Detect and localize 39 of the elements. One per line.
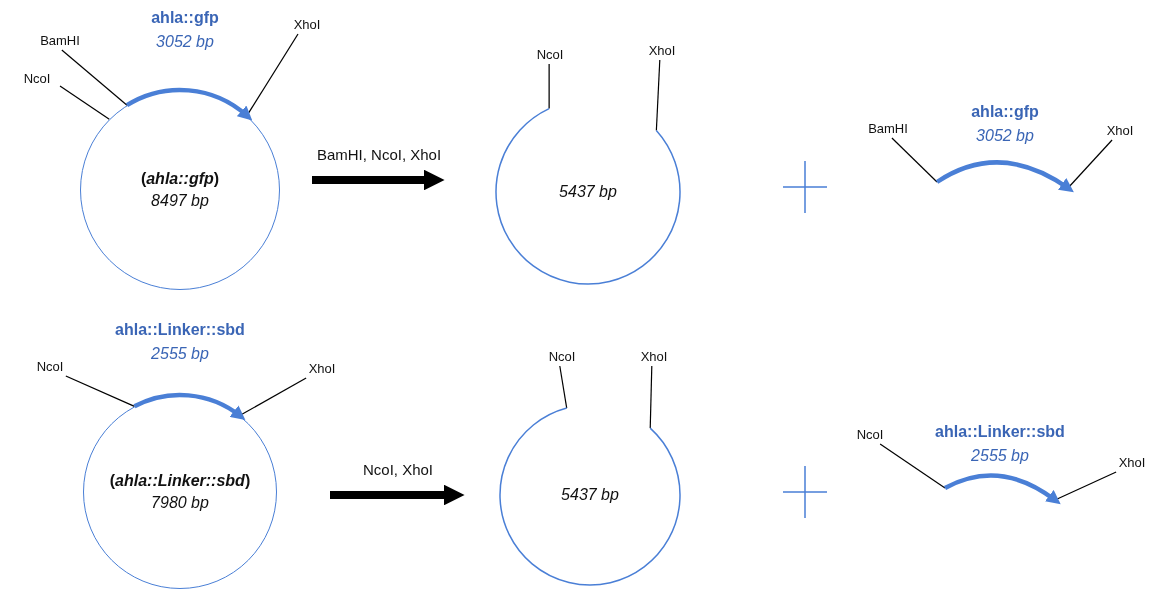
leader-line	[59, 85, 110, 120]
plasmid-size: 7980 bp	[151, 493, 209, 513]
site-label: XhoI	[648, 42, 676, 58]
site-label: XhoI	[640, 348, 668, 364]
leader-line	[548, 63, 550, 110]
site-label: XhoI	[308, 360, 336, 376]
site-label: NcoI	[548, 348, 576, 364]
leader-line	[1067, 139, 1113, 189]
gene-size: 3052 bp	[156, 32, 214, 52]
gene-name: ahla::Linker::sbd	[935, 422, 1065, 442]
site-label: NcoI	[536, 46, 564, 62]
site-label: XhoI	[293, 16, 321, 32]
gene-name: ahla::Linker::sbd	[115, 320, 245, 340]
edge-label: NcoI, XhoI	[361, 461, 435, 478]
gene-size: 2555 bp	[971, 446, 1029, 466]
leader-line	[655, 59, 661, 132]
site-label: BamHI	[40, 32, 80, 48]
plasmid-size: 5437 bp	[561, 484, 619, 505]
leader-line	[559, 365, 568, 409]
leader-line	[239, 377, 307, 417]
plasmid-name: (ahla::Linker::sbd)	[109, 470, 251, 491]
site-label: BamHI	[868, 120, 908, 136]
plasmid-size: 5437 bp	[559, 181, 617, 202]
site-label: NcoI	[36, 358, 64, 374]
site-label: NcoI	[856, 426, 884, 442]
leader-line	[65, 375, 136, 407]
site-label: NcoI	[23, 70, 51, 86]
gene-size: 3052 bp	[976, 126, 1034, 146]
leader-line	[649, 365, 653, 429]
leader-line	[891, 137, 938, 183]
gene-name: ahla::gfp	[971, 102, 1039, 122]
site-label: XhoI	[1118, 454, 1146, 470]
plasmid-name: (ahla::gfp)	[140, 168, 220, 189]
leader-line	[879, 443, 946, 489]
site-label: XhoI	[1106, 122, 1134, 138]
leader-line	[61, 49, 128, 106]
plasmid-size: 8497 bp	[151, 191, 209, 211]
gene-size: 2555 bp	[151, 344, 209, 364]
gene-name: ahla::gfp	[151, 8, 219, 28]
